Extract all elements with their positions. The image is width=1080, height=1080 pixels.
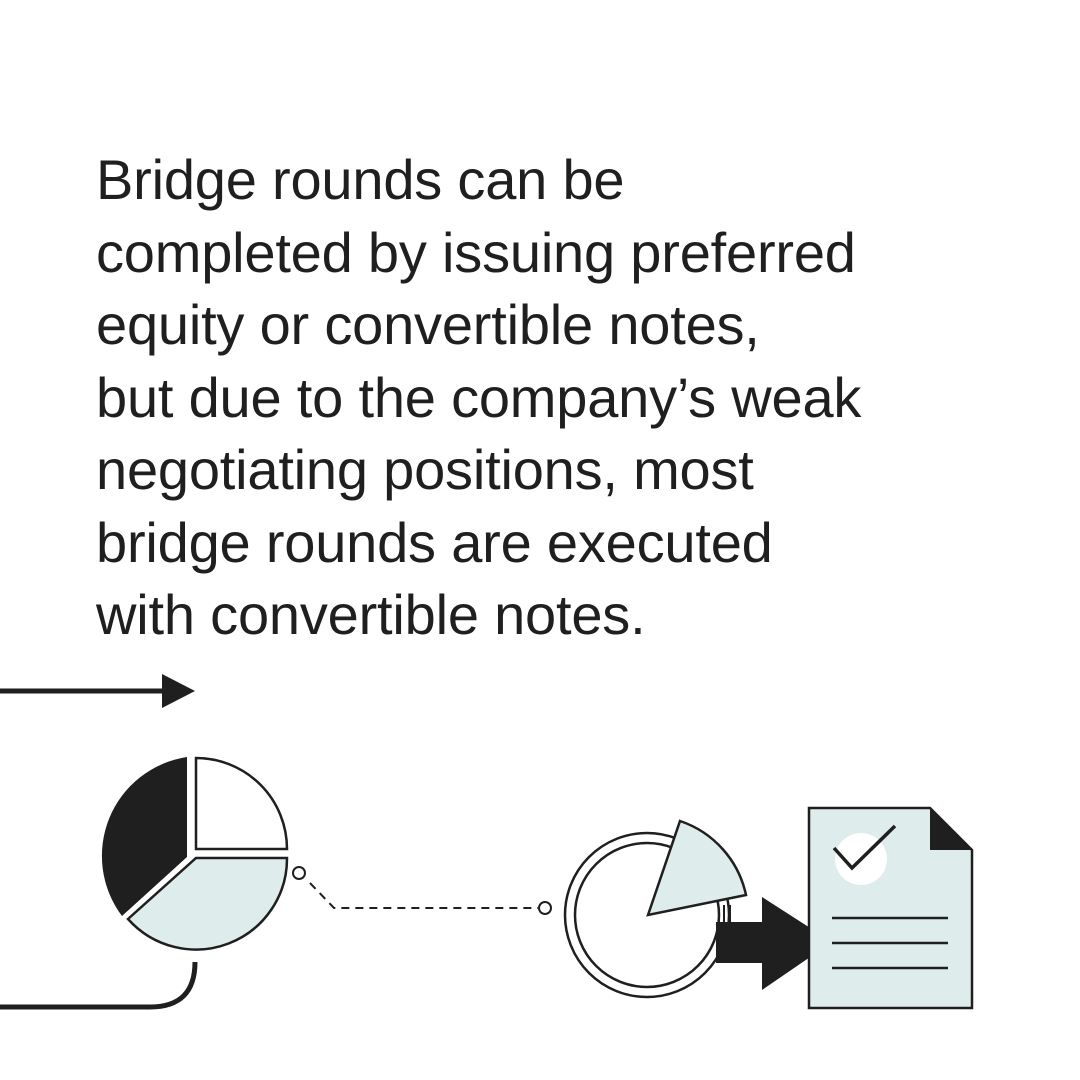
quote-line-4: but due to the company’s weak [96,365,862,429]
document-check-icon [807,806,974,1010]
quote-line-5: negotiating positions, most [96,438,754,501]
arrow-right-icon [0,674,195,708]
connector-line [0,961,198,1010]
quote-line-7: with convertible notes. [96,583,646,646]
dashed-connector [292,866,552,915]
quote-line-3: equity or convertible notes, [96,293,760,356]
pie-chart-icon [101,756,289,951]
arrow-block-icon [716,897,832,990]
open-pie-icon [563,819,748,999]
quote-line-2: completed by issuing preferred [96,220,856,284]
quote-text: Bridge rounds can be completed by issuin… [96,144,1046,652]
quote-line-6: bridge rounds are executed [96,510,773,574]
quote-line-1: Bridge rounds can be [96,148,625,211]
